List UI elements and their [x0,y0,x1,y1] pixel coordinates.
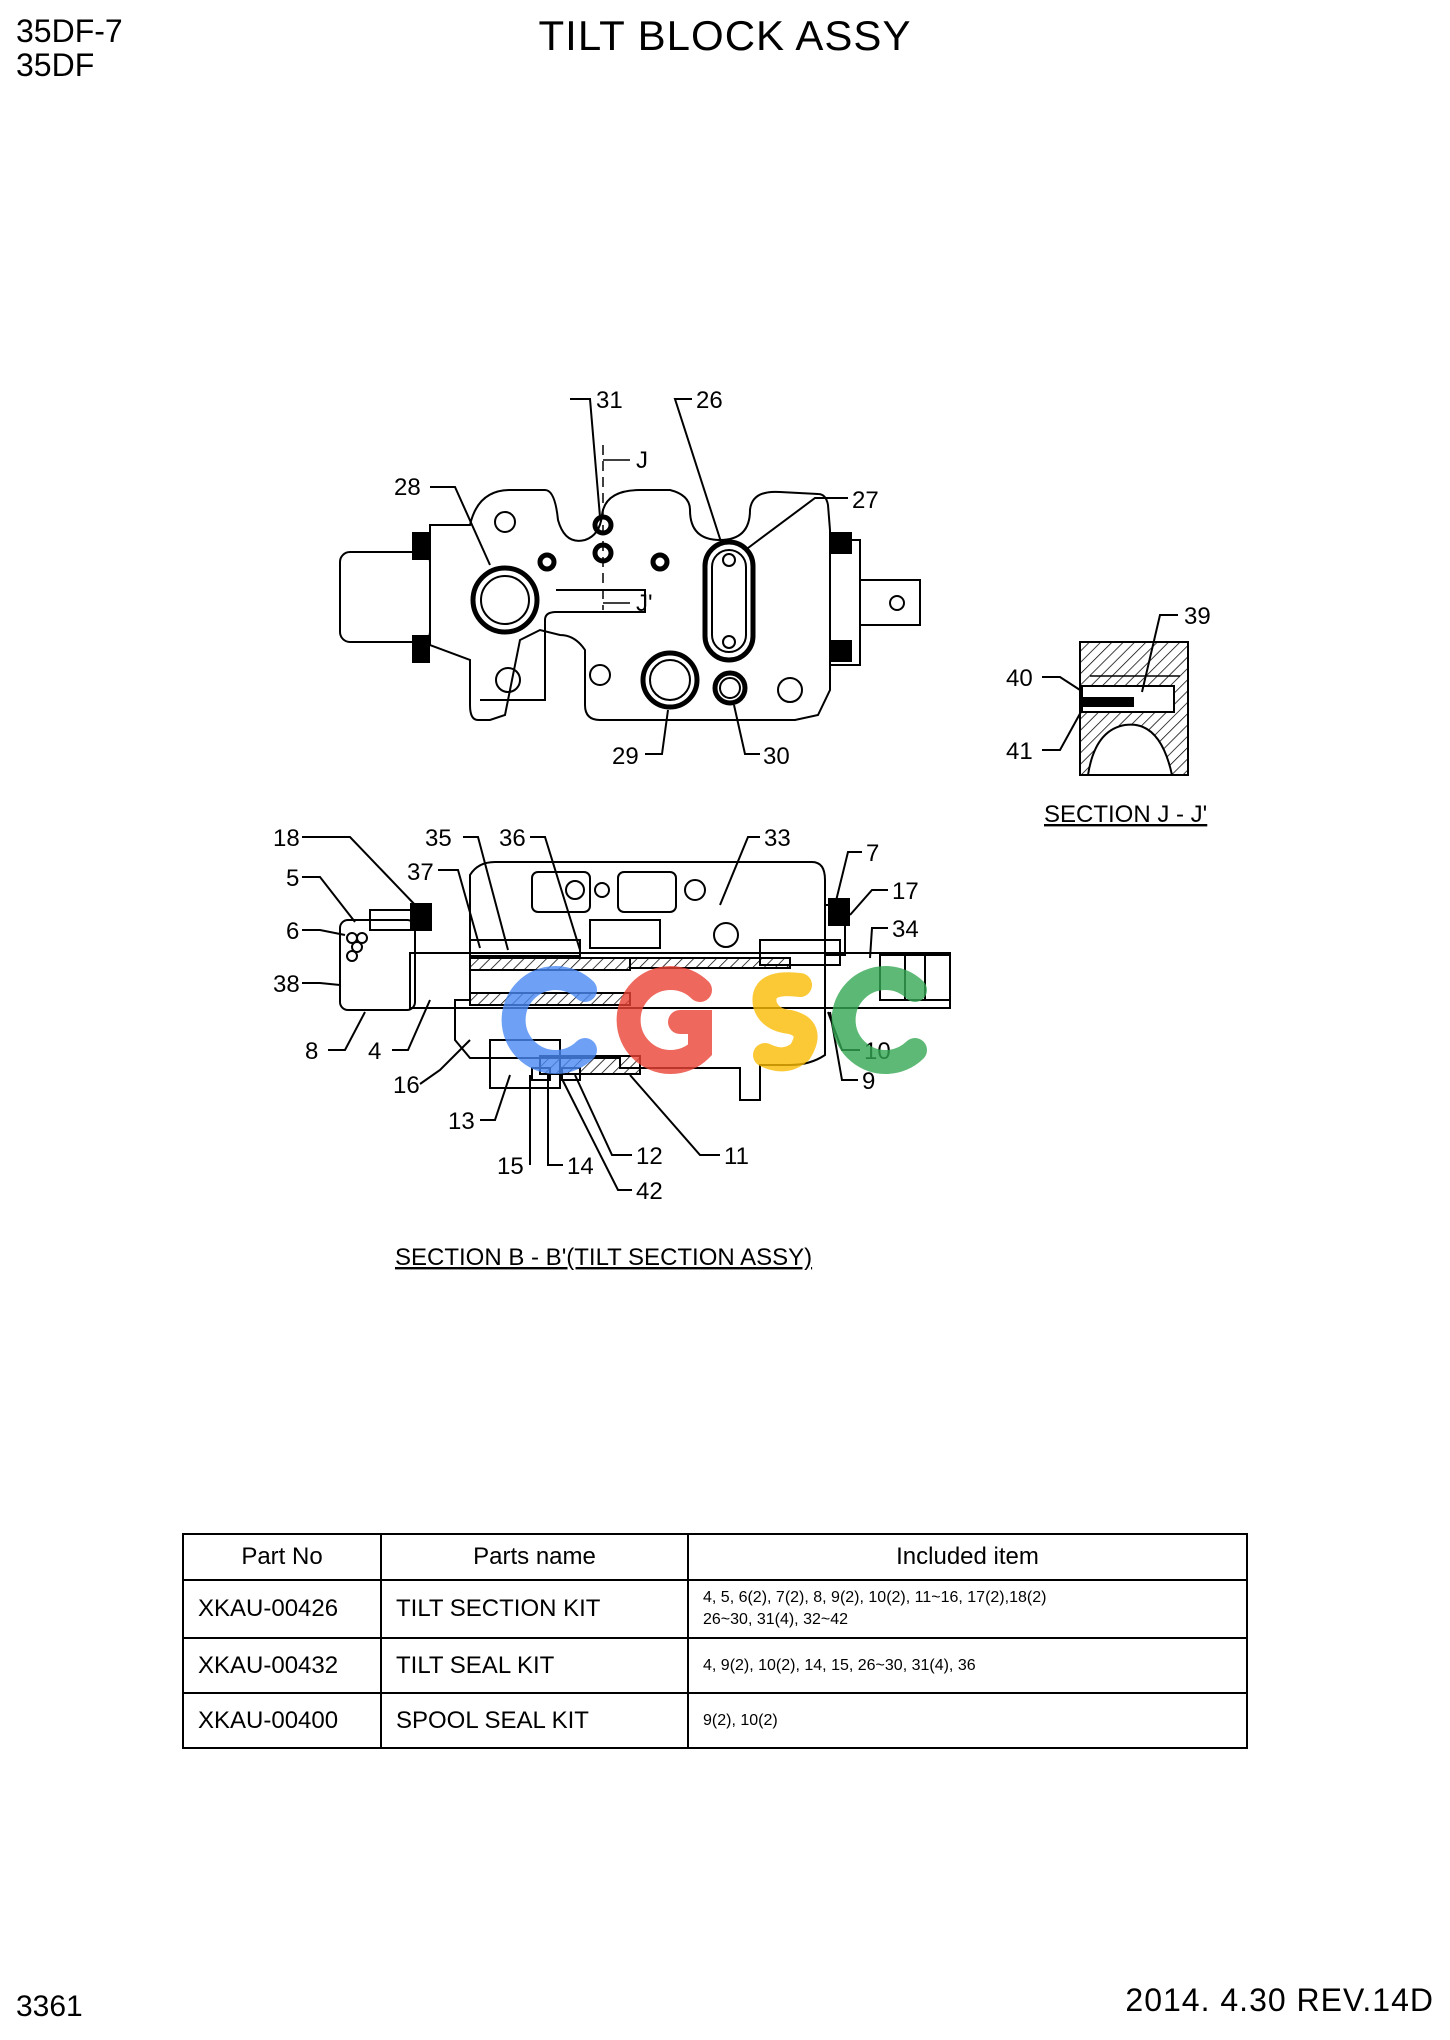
part-number: XKAU-00426 [182,1579,382,1639]
section-jj-caption: SECTION J - J' [1044,801,1207,828]
table-row: XKAU-00426 TILT SECTION KIT 4, 5, 6(2), … [182,1579,1248,1639]
callout-6: 6 [286,918,299,945]
callout-35: 35 [425,825,452,852]
section-jj-view: 39 40 41 SECTION J - J' [1006,603,1211,828]
callout-34: 34 [892,916,919,943]
callout-4: 4 [368,1038,381,1065]
callout-14: 14 [567,1153,594,1180]
callout-18: 18 [273,825,300,852]
section-mark: J [636,447,648,474]
table-row: XKAU-00400 SPOOL SEAL KIT 9(2), 10(2) [182,1692,1248,1749]
callout-26: 26 [696,387,723,414]
callout-41: 41 [1006,738,1033,765]
callout-37: 37 [407,859,434,886]
part-number: XKAU-00400 [182,1692,382,1749]
model-list: 35DF-7 35DF [16,14,123,82]
callout-28: 28 [394,474,421,501]
callout-12: 12 [636,1143,663,1170]
callout-27: 27 [852,487,879,514]
callout-9: 9 [862,1068,875,1095]
callout-30: 30 [763,743,790,770]
callout-16: 16 [393,1072,420,1099]
model-name: 35DF-7 [16,13,123,49]
included-items-line: 4, 5, 6(2), 7(2), 8, 9(2), 10(2), 11~16,… [703,1589,1047,1606]
callout-31: 31 [596,387,623,414]
table-header-row: Part No Parts name Included item [182,1533,1248,1581]
table-row: XKAU-00432 TILT SEAL KIT 4, 9(2), 10(2),… [182,1637,1248,1694]
callout-36: 36 [499,825,526,852]
callout-33: 33 [764,825,791,852]
callout-40: 40 [1006,665,1033,692]
included-items: 9(2), 10(2) [687,1692,1248,1749]
part-name: TILT SECTION KIT [380,1579,689,1639]
callout-15: 15 [497,1153,524,1180]
column-header: Part No [182,1533,382,1581]
part-name: SPOOL SEAL KIT [380,1692,689,1749]
callout-11: 11 [724,1143,749,1170]
part-number: XKAU-00432 [182,1637,382,1694]
section-bb-caption: SECTION B - B'(TILT SECTION ASSY) [395,1244,812,1271]
callout-17: 17 [892,878,919,905]
callout-29: 29 [612,743,639,770]
part-name: TILT SEAL KIT [380,1637,689,1694]
callout-8: 8 [305,1038,318,1065]
included-items: 4, 9(2), 10(2), 14, 15, 26~30, 31(4), 36 [687,1637,1248,1694]
callout-42: 42 [636,1178,663,1205]
column-header: Included item [687,1533,1248,1581]
page-title: TILT BLOCK ASSY [538,12,912,59]
parts-table: Part No Parts name Included item XKAU-00… [182,1533,1248,1749]
revision-date: 2014. 4.30 REV.14D [1125,1982,1434,2018]
callout-7: 7 [866,840,879,867]
model-name: 35DF [16,47,95,83]
watermark-logo [501,966,927,1074]
included-items: 4, 5, 6(2), 7(2), 8, 9(2), 10(2), 11~16,… [687,1579,1248,1639]
callout-39: 39 [1184,603,1211,630]
callout-5: 5 [286,865,299,892]
section-mark: J' [636,590,653,617]
top-view: J J' 31 26 28 27 29 30 [339,387,921,770]
included-items-line: 26~30, 31(4), 32~42 [703,1611,849,1628]
page-number: 3361 [16,1990,83,2023]
callout-13: 13 [448,1108,475,1135]
callout-38: 38 [273,971,300,998]
column-header: Parts name [380,1533,689,1581]
